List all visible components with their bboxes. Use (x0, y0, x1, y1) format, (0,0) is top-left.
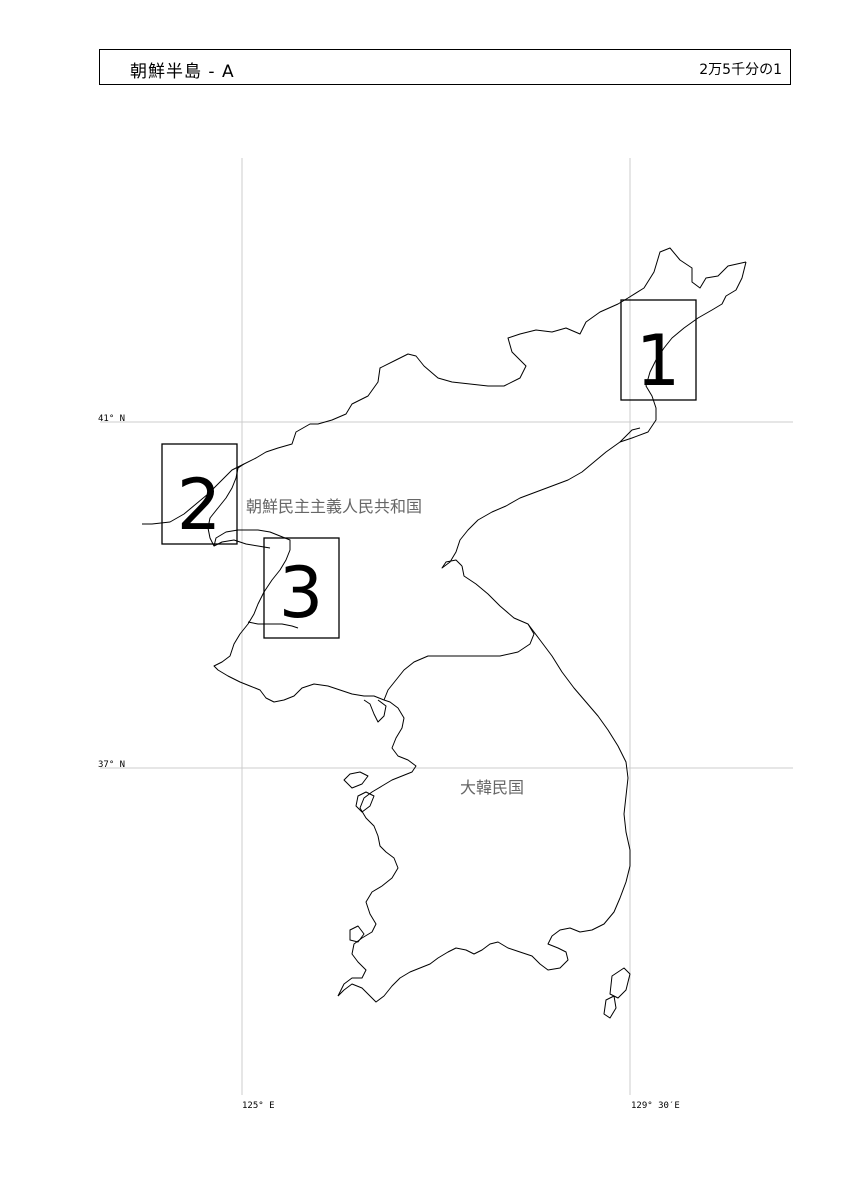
island-west-2 (355, 791, 375, 813)
island-south-west (349, 925, 365, 943)
jeju-east-island-2 (603, 995, 617, 1019)
west-inlet (213, 539, 271, 549)
west-coast-south (337, 699, 417, 997)
bay-detail (247, 621, 299, 629)
jeju-east-island-1 (609, 967, 631, 999)
sheet-box-1[interactable]: 1 (620, 299, 697, 402)
sheet-number-2: 2 (177, 464, 222, 546)
west-coast-north (207, 463, 385, 703)
sheet-number-1: 1 (636, 320, 681, 402)
region-label-south-korea: 大韓民国 (460, 778, 524, 797)
coastline (142, 247, 747, 1019)
region-label-north-korea: 朝鮮民主主義人民共和国 (246, 497, 422, 516)
lon-125e-label: 125° E (242, 1101, 275, 1111)
northeast-coast-tip (142, 247, 747, 525)
east-coast-north (441, 261, 747, 569)
sheet-box-3[interactable]: 3 (263, 537, 340, 639)
island-west-1 (343, 771, 369, 789)
han-estuary (363, 699, 387, 723)
dmz-border (383, 565, 535, 701)
graticule (100, 158, 793, 1095)
east-coast-south (337, 623, 631, 1003)
sheet-number-3: 3 (279, 552, 324, 634)
lat-37n-label: 37° N (98, 760, 125, 770)
east-coast-northeast-inlet (619, 427, 641, 443)
lat-41n-label: 41° N (98, 414, 125, 424)
map-header: 朝鮮半島 - A 2万5千分の1 (99, 49, 791, 85)
map-scale: 2万5千分の1 (699, 62, 782, 78)
map-title: 朝鮮半島 - A (130, 62, 235, 82)
sheet-box-2[interactable]: 2 (161, 443, 238, 546)
lon-129-30e-label: 129° 30′E (631, 1101, 680, 1111)
